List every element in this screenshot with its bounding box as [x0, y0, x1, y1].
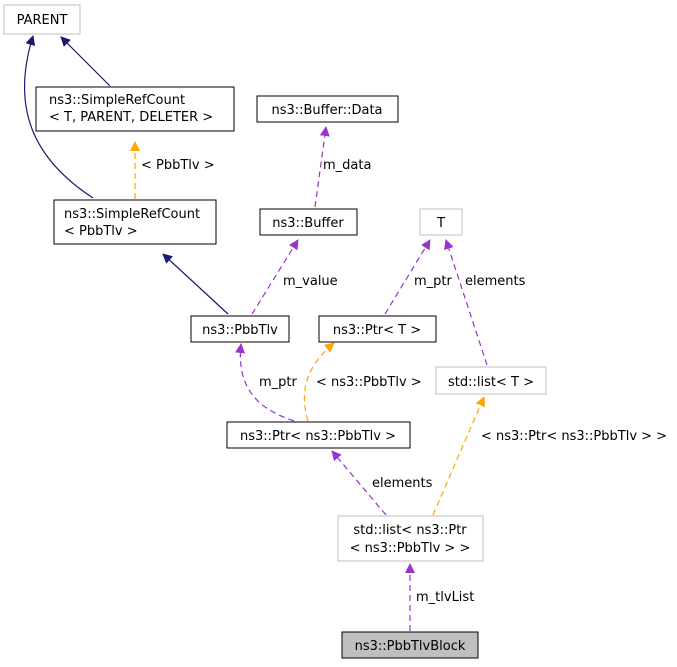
node-list-t[interactable]: std::list< T > — [435, 366, 547, 395]
edge-label-m-data: m_data — [323, 158, 371, 173]
edge-pbbtlv-to-ptr-pbbtlv — [235, 343, 295, 422]
node-list-ptr-pbbtlv-line1: std::list< ns3::Ptr — [353, 523, 467, 538]
edge-label-m-ptr-t: m_ptr — [414, 274, 453, 289]
nodes: PARENT ns3::SimpleRefCount < T, PARENT, … — [3, 4, 547, 659]
node-buffer-data[interactable]: ns3::Buffer::Data — [256, 95, 399, 123]
node-simplerefcount-t-parent-deleter[interactable]: ns3::SimpleRefCount < T, PARENT, DELETER… — [35, 86, 235, 132]
edge-simplerefcount-pbbtlv-to-pbbtlv — [162, 253, 229, 315]
node-buffer[interactable]: ns3::Buffer — [259, 208, 358, 236]
node-simplerefcount-t-line1: ns3::SimpleRefCount — [49, 93, 185, 108]
edge-label-template-ptr-pbbtlv: < ns3::Ptr< ns3::PbbTlv > > — [481, 429, 667, 444]
node-t-label: T — [436, 216, 445, 231]
node-list-t-label: std::list< T > — [448, 375, 534, 390]
edge-label-template-pbbtlv: < PbbTlv > — [141, 158, 215, 173]
node-ptr-t-label: ns3::Ptr< T > — [333, 323, 421, 338]
node-buffer-label: ns3::Buffer — [272, 216, 344, 231]
edge-label-template-ns3-pbbtlv: < ns3::PbbTlv > — [316, 375, 422, 390]
node-pbbtlvblock[interactable]: ns3::PbbTlvBlock — [341, 631, 479, 659]
node-pbbtlvblock-label: ns3::PbbTlvBlock — [355, 639, 466, 654]
node-parent[interactable]: PARENT — [3, 4, 81, 35]
edge-label-elements-pbbtlv: elements — [372, 476, 433, 491]
node-list-ptr-pbbtlv[interactable]: std::list< ns3::Ptr < ns3::PbbTlv > > — [337, 515, 484, 562]
edge-ptr-pbbtlv-to-list-ptr-pbbtlv — [331, 450, 387, 516]
edge-ptr-t-to-ptr-pbbtlv — [303, 342, 335, 422]
node-pbbtlv-label: ns3::PbbTlv — [202, 323, 278, 338]
edge-buffer-data-to-buffer — [314, 126, 330, 208]
edge-label-m-ptr-pbbtlv: m_ptr — [259, 375, 298, 390]
node-simplerefcount-t-line2: < T, PARENT, DELETER > — [49, 110, 213, 125]
node-pbbtlv[interactable]: ns3::PbbTlv — [190, 315, 290, 343]
node-buffer-data-label: ns3::Buffer::Data — [271, 103, 382, 118]
node-ptr-pbbtlv-label: ns3::Ptr< ns3::PbbTlv > — [240, 429, 396, 444]
node-t[interactable]: T — [419, 208, 463, 236]
node-parent-label: PARENT — [17, 13, 68, 28]
node-simplerefcount-pbbtlv[interactable]: ns3::SimpleRefCount < PbbTlv > — [53, 199, 217, 245]
edge-t-to-ptr-t — [384, 239, 431, 315]
edge-label-elements-t: elements — [465, 274, 526, 289]
node-simplerefcount-pbbtlv-line2: < PbbTlv > — [64, 224, 138, 239]
edges: < PbbTlv > m_data m_value m_ptr elements… — [23, 35, 667, 631]
node-list-ptr-pbbtlv-line2: < ns3::PbbTlv > > — [350, 541, 471, 556]
edge-t-to-list-t — [444, 239, 488, 366]
edge-label-m-tlvlist: m_tlvList — [416, 590, 474, 605]
edge-buffer-to-pbbtlv — [251, 239, 299, 315]
edge-parent-to-simplerefcount-pbbtlv — [23, 35, 94, 199]
node-ptr-t[interactable]: ns3::Ptr< T > — [318, 315, 437, 343]
edge-parent-to-simplerefcount-t — [60, 36, 111, 87]
edge-list-t-to-list-ptr-pbbtlv — [432, 396, 486, 516]
edge-label-m-value: m_value — [283, 274, 338, 289]
node-ptr-pbbtlv[interactable]: ns3::Ptr< ns3::PbbTlv > — [226, 421, 411, 449]
node-simplerefcount-pbbtlv-line1: ns3::SimpleRefCount — [64, 207, 200, 222]
